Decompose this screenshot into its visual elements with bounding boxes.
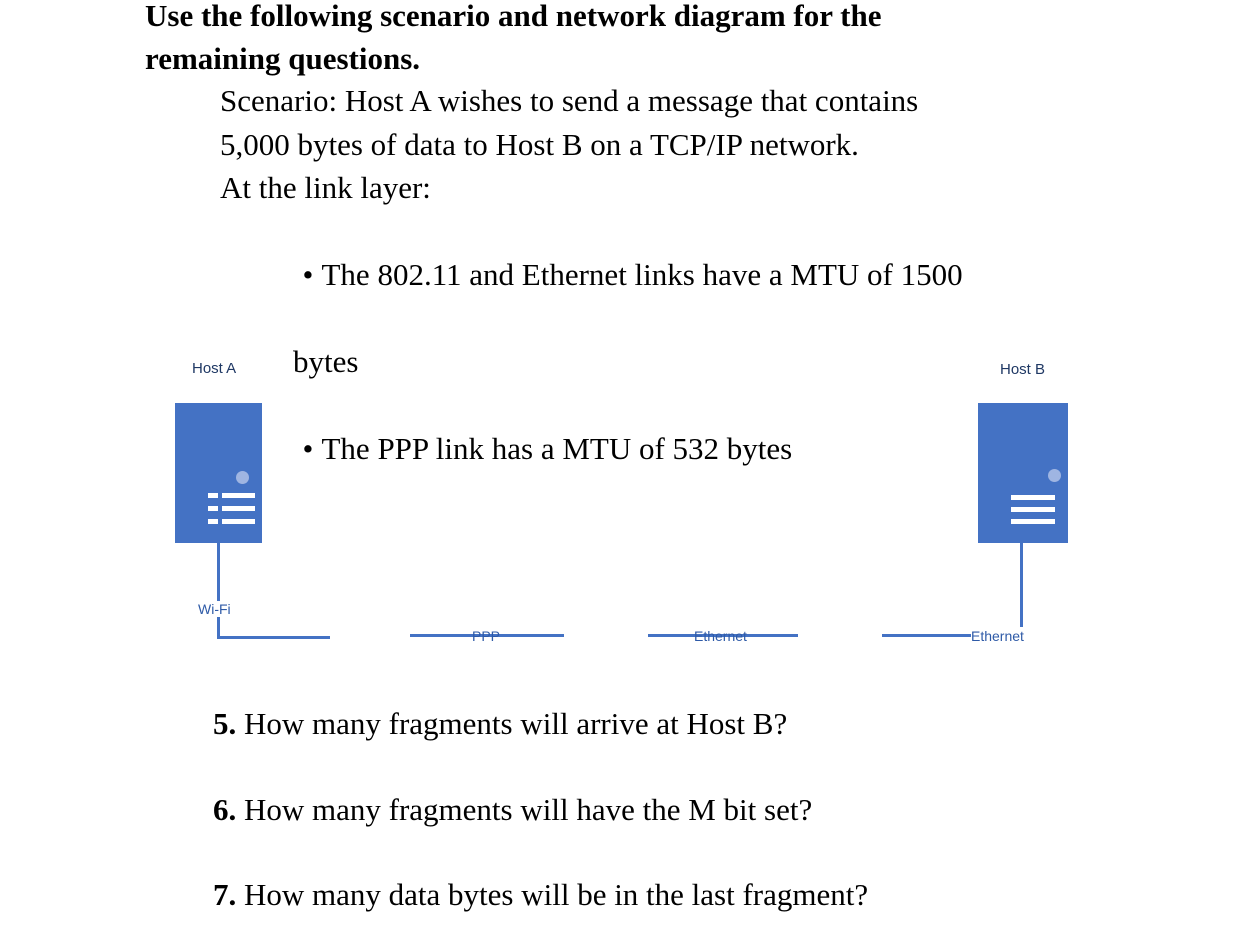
vent-bars-icon — [208, 506, 255, 511]
question-number: 5. — [213, 706, 237, 741]
host-a-label: Host A — [192, 360, 237, 377]
vent-bars-icon — [1011, 507, 1055, 512]
power-led-icon — [236, 471, 249, 484]
scenario-line: At the link layer: — [220, 170, 431, 205]
vent-bars-icon — [1011, 495, 1055, 500]
ppp-link-line — [410, 634, 564, 637]
question-text: How many fragments will arrive at Host B… — [244, 706, 788, 741]
bullet-text: The 802.11 and Ethernet links have a MTU… — [321, 257, 963, 292]
question-number: 7. — [213, 877, 237, 912]
wifi-link-label: Wi-Fi — [196, 601, 233, 617]
question-5: 5. How many fragments will arrive at Hos… — [182, 670, 787, 778]
bullet-item: •The PPP link has a MTU of 532 bytes — [0, 384, 963, 515]
vent-bars-icon — [208, 493, 255, 498]
bullet-text: The PPP link has a MTU of 532 bytes — [321, 431, 793, 466]
ethernet-link-line — [648, 634, 798, 637]
bullet-wrap-line: bytes — [293, 344, 359, 379]
question-6: 6. How many fragments will have the M bi… — [182, 756, 812, 864]
scenario-block: Scenario: Host A wishes to send a messag… — [0, 79, 963, 514]
question-text: How many data bytes will be in the last … — [244, 877, 869, 912]
scenario-line: Scenario: Host A wishes to send a messag… — [220, 83, 919, 118]
instructions-title-line1: Use the following scenario and network d… — [145, 0, 882, 33]
scenario-line: 5,000 bytes of data to Host B on a TCP/I… — [220, 126, 859, 162]
server-a-icon — [175, 403, 262, 543]
question-text: How many fragments will have the M bit s… — [244, 792, 813, 827]
vent-bars-icon — [208, 519, 255, 524]
ppp-link-label: PPP — [472, 628, 501, 644]
question-7: 7. How many data bytes will be in the la… — [182, 841, 868, 940]
bullet-item: •The 802.11 and Ethernet links have a MT… — [0, 210, 963, 341]
ethernet-link-line-2 — [882, 634, 971, 637]
ethernet-link-label-2: Ethernet — [971, 628, 1024, 644]
bullet-icon: • — [302, 257, 314, 292]
question-number: 6. — [213, 792, 237, 827]
host-b-link-line — [1020, 543, 1023, 627]
ethernet-link-label: Ethernet — [694, 628, 747, 644]
wifi-link-line — [217, 543, 330, 639]
instructions-title: Use the following scenario and network d… — [145, 0, 882, 80]
server-b-icon — [978, 403, 1068, 543]
bullet-icon: • — [302, 431, 314, 466]
instructions-title-line2: remaining questions. — [145, 41, 421, 76]
power-led-icon — [1048, 469, 1061, 482]
vent-bars-icon — [1011, 519, 1055, 524]
host-b-label: Host B — [1000, 361, 1046, 378]
